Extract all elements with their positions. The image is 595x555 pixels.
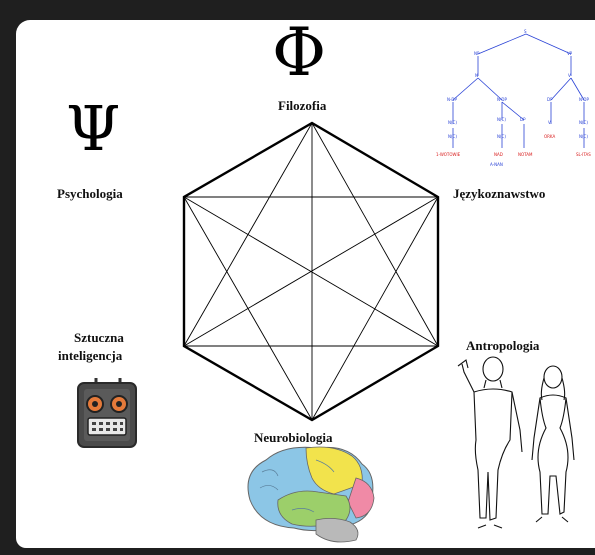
brain-icon	[247, 446, 375, 543]
syntax-tree-icon: S NP VP N V N-DP N-DP DP N-DP N(C) N(C) …	[436, 29, 591, 167]
diagram-canvas: S NP VP N V N-DP N-DP DP N-DP N(C) N(C) …	[77, 29, 591, 543]
human-figures-icon	[457, 356, 575, 529]
svg-text:1-WOTOWIE: 1-WOTOWIE	[436, 152, 461, 157]
label-filozofia: Filozofia	[278, 98, 327, 113]
svg-text:N: N	[475, 73, 478, 78]
svg-text:ORKA: ORKA	[544, 134, 555, 139]
hexagon-inner-lines	[183, 122, 439, 421]
svg-text:DP: DP	[547, 97, 553, 102]
svg-text:N-DP: N-DP	[497, 97, 508, 102]
svg-text:N-DP: N-DP	[447, 97, 458, 102]
svg-text:V: V	[568, 73, 571, 78]
svg-text:S: S	[524, 29, 527, 34]
svg-text:NOTAM: NOTAM	[518, 152, 533, 157]
svg-text:DP: DP	[520, 117, 526, 122]
phi-symbol-icon: Φ	[272, 20, 327, 91]
label-neurobiologia: Neurobiologia	[254, 430, 333, 445]
cognitive-science-diagram: S NP VP N V N-DP N-DP DP N-DP N(C) N(C) …	[16, 20, 595, 548]
svg-text:N(C): N(C)	[497, 117, 506, 122]
svg-text:N(C): N(C)	[497, 134, 506, 139]
hexagon-star	[182, 121, 440, 422]
svg-text:N-DP: N-DP	[579, 97, 590, 102]
svg-text:N(C): N(C)	[448, 134, 457, 139]
svg-text:VP: VP	[567, 51, 573, 56]
svg-text:N(C): N(C)	[448, 120, 457, 125]
svg-text:N(C): N(C)	[579, 134, 588, 139]
svg-text:NAD: NAD	[494, 152, 503, 157]
label-sztuczna: Sztuczna	[74, 330, 124, 345]
psi-symbol-icon: Ψ	[66, 92, 121, 165]
svg-text:N(C): N(C)	[579, 120, 588, 125]
label-antropologia: Antropologia	[466, 338, 540, 353]
robot-face-icon	[77, 378, 137, 448]
label-inteligencja: inteligencja	[58, 348, 123, 363]
svg-text:SL-ITAS: SL-ITAS	[576, 152, 591, 157]
label-jezykoznawstwo: Językoznawstwo	[453, 186, 546, 201]
label-psychologia: Psychologia	[57, 186, 123, 201]
svg-text:NP: NP	[474, 51, 480, 56]
svg-text:V: V	[548, 120, 551, 125]
svg-text:A-NAN: A-NAN	[490, 162, 503, 167]
